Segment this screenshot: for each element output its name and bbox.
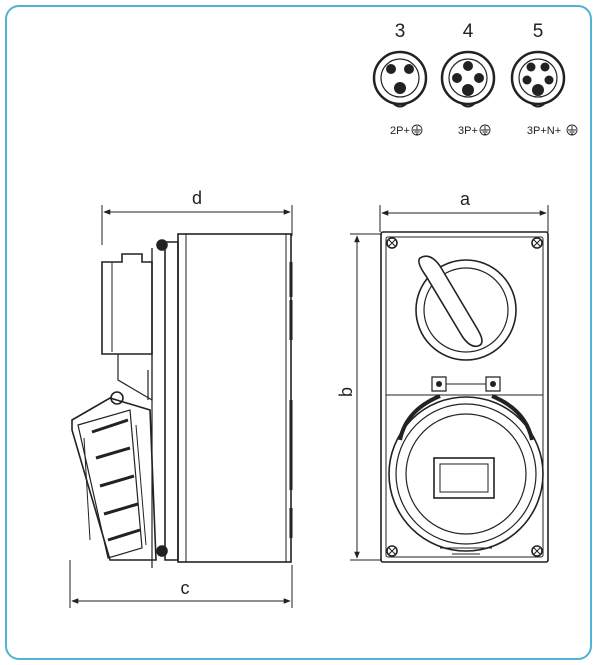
plug-4-pin: 4 3P+ xyxy=(440,21,496,137)
plug-label: 3P+N+ xyxy=(527,125,561,137)
plug-number: 5 xyxy=(533,21,544,42)
plug-number: 4 xyxy=(463,21,474,42)
hinge-icon xyxy=(436,381,442,387)
front-view xyxy=(380,231,549,563)
plug-label: 2P+ xyxy=(390,125,410,137)
side-view xyxy=(71,233,293,568)
plug-number: 3 xyxy=(395,21,406,42)
dimension-b xyxy=(350,233,382,561)
dimension-a xyxy=(379,205,549,232)
plug-label: 3P+ xyxy=(458,125,478,137)
dimension-c-label: c xyxy=(181,578,190,598)
dimension-d xyxy=(101,205,293,245)
plug-3-pin: 3 2P+ xyxy=(372,21,428,137)
dimension-d-label: d xyxy=(192,188,202,208)
dimension-b-label: b xyxy=(336,387,356,397)
hinge-icon xyxy=(490,381,496,387)
earth-icon xyxy=(411,124,578,136)
plug-5-pin: 5 3P+N+ xyxy=(510,21,566,137)
diagram-frame xyxy=(5,5,592,660)
dimension-c xyxy=(69,560,293,608)
dimension-a-label: a xyxy=(460,189,471,209)
